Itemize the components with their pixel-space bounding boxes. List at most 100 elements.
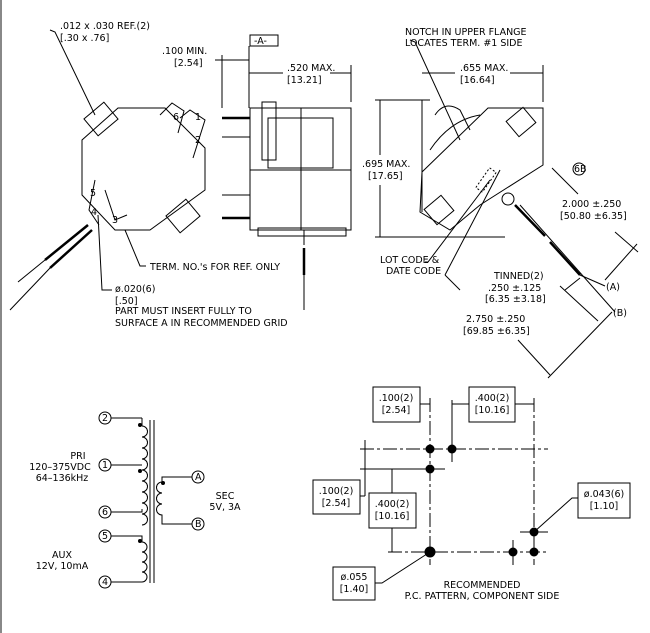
lot-code-area: [475, 167, 497, 193]
side-base: [257, 227, 347, 237]
tinned-length: .250 ±.125: [488, 283, 541, 294]
top-flange: [429, 105, 481, 151]
lead-wire: [49, 229, 93, 269]
dimension-line: [444, 274, 461, 291]
svg-text:5: 5: [102, 531, 108, 542]
pcb-caption: RECOMMENDED: [444, 580, 521, 591]
leader-line: [375, 551, 431, 584]
secondary-winding: [156, 476, 192, 525]
pin-a: A: [191, 470, 205, 484]
term-label: 3: [112, 215, 118, 226]
term-label: 4: [91, 207, 97, 218]
pri-freq: 64–136kHz: [36, 473, 89, 484]
svg-text:1: 1: [102, 460, 108, 471]
svg-text:A: A: [195, 472, 202, 483]
dim-label: [2.54]: [382, 405, 411, 416]
dim-label: .400(2): [375, 499, 410, 510]
lot-code-label: DATE CODE: [386, 266, 441, 277]
height-dim-label: .695 MAX.: [362, 159, 410, 170]
aux-label: AUX: [52, 550, 72, 561]
term-label: 5: [90, 188, 96, 199]
dim-box: [312, 479, 361, 515]
ref-dim-mm-label: [.30 x .76]: [60, 33, 109, 44]
aux-winding: [111, 535, 148, 583]
core-clip: [83, 101, 119, 137]
lead-wire: [17, 259, 46, 283]
lead-wire-a: [549, 241, 581, 276]
top-body: [419, 107, 544, 231]
width-dim-mm-label: [16.64]: [460, 75, 495, 86]
insert-note: PART MUST INSERT FULLY TO: [115, 306, 252, 317]
pcb-hole: [425, 464, 435, 474]
dim-label: .100(2): [379, 393, 414, 404]
dim-box: [577, 482, 631, 519]
sec-rating: 5V, 3A: [209, 502, 241, 513]
polarity-dot: [138, 469, 142, 473]
width-dim-label: .520 MAX.: [287, 63, 335, 74]
svg-text:6: 6: [102, 507, 108, 518]
core-clip: [165, 198, 201, 234]
dimension-line: [614, 231, 639, 253]
svg-text:B: B: [195, 519, 202, 530]
pri-voltage: 120–375VDC: [29, 462, 91, 473]
sec-label: SEC: [216, 491, 235, 502]
hole-large-label: ø.055: [341, 572, 368, 583]
polarity-dot: [161, 481, 165, 485]
leader-line: [97, 214, 112, 291]
leader-line: [425, 179, 491, 263]
leader-line: [49, 29, 96, 116]
tinned-length-mm: [6.35 ±3.18]: [485, 294, 546, 305]
hole-large-mm-label: [1.40]: [340, 584, 369, 595]
width-dim-mm-label: [13.21]: [287, 75, 322, 86]
dim-label: [10.16]: [375, 511, 410, 522]
dim-label: [10.16]: [475, 405, 510, 416]
side-core: [267, 117, 334, 169]
side-flange: [261, 101, 277, 161]
ref-dim-label: .012 x .030 REF.(2): [60, 21, 150, 32]
schematic: 2 1 6 5 4 A B PRI 120–375VDC 64–136kHz S…: [29, 411, 241, 589]
dim-label: [2.54]: [322, 498, 351, 509]
pin-b: B: [191, 517, 205, 531]
hole-small-label: ø.043(6): [584, 489, 624, 500]
term-note: TERM. NO.'s FOR REF. ONLY: [149, 262, 280, 273]
svg-text:2: 2: [102, 413, 108, 424]
pcb-hole: [425, 444, 435, 454]
lead-wire-b: [519, 204, 616, 313]
core-clip: [423, 194, 455, 226]
leader-line: [409, 39, 461, 141]
bottom-view: 6 1 2 5 4 3 .012 x .030 REF.(2) [.30 x .…: [9, 21, 288, 329]
lead-exit: [501, 192, 515, 206]
svg-text:4: 4: [102, 577, 108, 588]
lead-wire-a: [514, 204, 546, 237]
dimension-line: [517, 339, 551, 376]
pri-label: PRI: [70, 451, 85, 462]
tinned-label: TINNED(2): [493, 271, 544, 282]
height-dim-mm-label: [17.65]: [368, 171, 403, 182]
primary-winding: [111, 417, 148, 526]
pcb-hole: [508, 547, 518, 557]
pin-4: 4: [98, 575, 112, 589]
lot-code-label: LOT CODE &: [380, 255, 440, 266]
extension-line: [547, 311, 613, 379]
datum-box: [249, 34, 279, 47]
leader-line: [124, 229, 146, 267]
term-label: 2: [195, 135, 201, 146]
pcb-hole: [447, 444, 457, 454]
notch-note: NOTCH IN UPPER FLANGE: [405, 27, 527, 38]
notch-note: LOCATES TERM. #1 SIDE: [405, 38, 523, 49]
width-dim-label: .655 MAX.: [460, 63, 508, 74]
dimension-line: [559, 285, 599, 322]
lead-a-length: 2.000 ±.250: [562, 199, 621, 210]
pcb-caption: P.C. PATTERN, COMPONENT SIDE: [405, 591, 560, 602]
top-view: NOTCH IN UPPER FLANGE LOCATES TERM. #1 S…: [362, 27, 639, 379]
transformer-body-outline: [81, 107, 206, 231]
term-label: 1: [195, 112, 201, 123]
extension-line: [604, 243, 638, 281]
terminal-tabs-upper: [159, 102, 206, 159]
lead-wire: [9, 267, 51, 311]
datum-label: -A-: [254, 36, 267, 47]
aux-rating: 12V, 10mA: [36, 561, 89, 572]
lead-wire: [44, 224, 89, 261]
